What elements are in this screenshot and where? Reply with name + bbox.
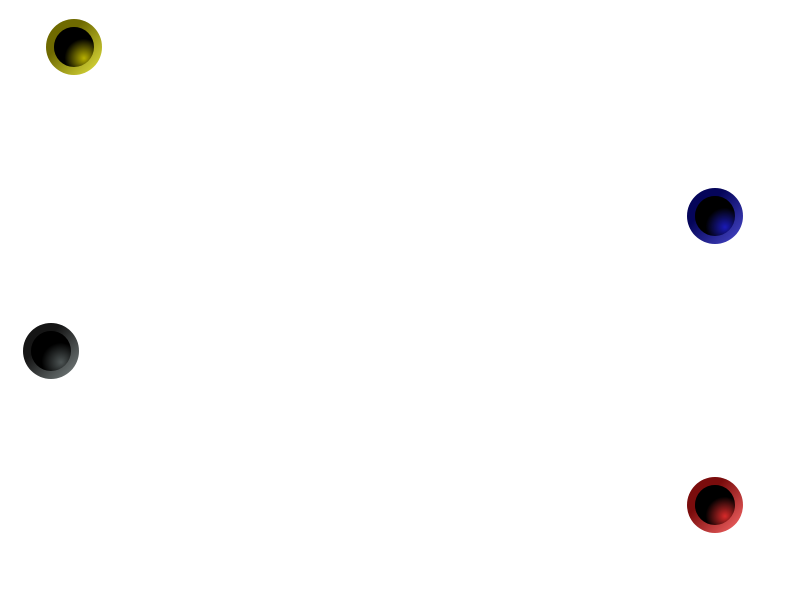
gray-ring-button[interactable] xyxy=(23,323,79,379)
yellow-ring-button[interactable] xyxy=(46,19,102,75)
gray-ring-button-center xyxy=(31,331,71,371)
red-ring-button-center xyxy=(695,485,735,525)
red-ring-button[interactable] xyxy=(687,477,743,533)
yellow-ring-button-center xyxy=(54,27,94,67)
blue-ring-button-center xyxy=(695,196,735,236)
blue-ring-button[interactable] xyxy=(687,188,743,244)
